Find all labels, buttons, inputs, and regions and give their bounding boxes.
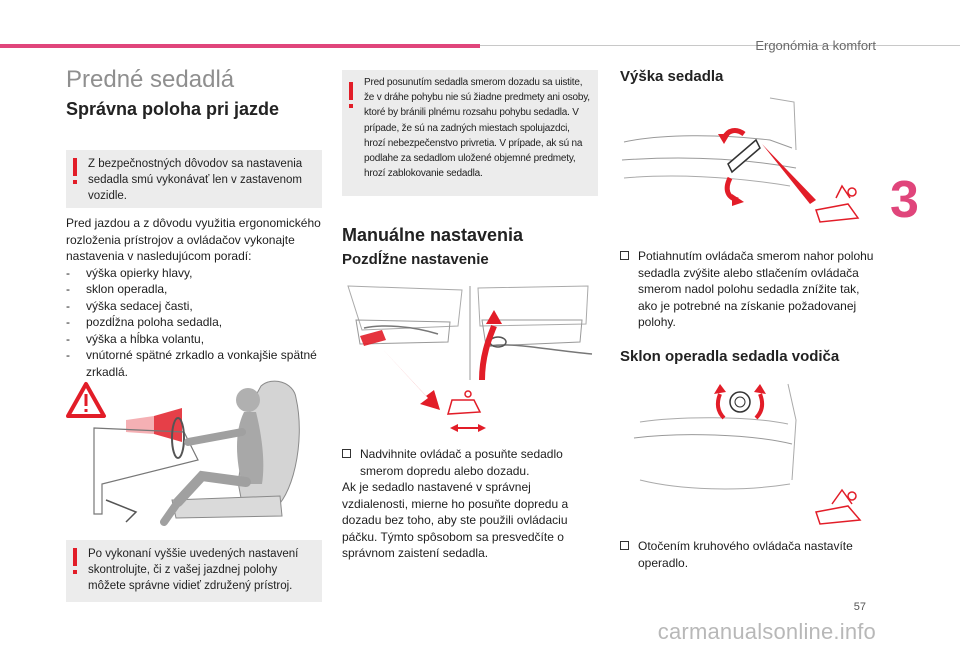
seat-height-instructions: Potiahnutím ovládača smerom nahor polohu… [620, 248, 882, 331]
manual-adjustments-heading: Manuálne nastavenia [342, 225, 524, 245]
lock-check-paragraph: Ak je sedadlo nastavené v správnej vzdia… [342, 480, 569, 560]
backrest-instructions: Otočením kruhového ovládača nastavíte op… [620, 538, 882, 571]
longitudinal-adjustment-illustration [347, 285, 593, 432]
warning-icon [349, 82, 353, 108]
section-heading: Správna poloha pri jazde [66, 99, 280, 119]
seat-height-heading: Výška sedadla [620, 68, 724, 85]
instruction-bullet: Nadvihnite ovládač a posuňte sedadlo sme… [342, 446, 598, 479]
instruction-bullet: Potiahnutím ovládača smerom nahor polohu… [620, 248, 882, 331]
bullet-square-icon [342, 449, 351, 458]
warning-box-instrument-visibility: Po vykonaní vyššie uvedených nastavení s… [66, 540, 322, 602]
warning-box-safety: Z bezpečnostných dôvodov sa nastavenia s… [66, 150, 322, 208]
bullet-square-icon [620, 541, 629, 550]
list-item: sklon operadla, [66, 281, 328, 298]
bullet-square-icon [620, 251, 629, 260]
section-title: Predné sedadlá [66, 66, 235, 93]
chapter-title: Ergonómia a komfort [755, 38, 876, 53]
instruction-text: Otočením kruhového ovládača nastavíte op… [638, 539, 853, 570]
seat-height-illustration [621, 97, 860, 223]
chapter-number: 3 [890, 171, 919, 229]
instruction-text: Nadvihnite ovládač a posuňte sedadlo sme… [360, 447, 563, 478]
backrest-recline-heading: Sklon operadla sedadla vodiča [620, 348, 840, 365]
longitudinal-instructions: Nadvihnite ovládač a posuňte sedadlo sme… [342, 446, 598, 562]
page-number: 57 [853, 601, 866, 613]
warning-text: Po vykonaní vyššie uvedených nastavení s… [88, 548, 299, 592]
driving-position-illustration [66, 380, 300, 526]
warning-icon [73, 158, 77, 184]
list-item: výška sedacej časti, [66, 298, 328, 315]
warning-icon [73, 548, 77, 574]
list-item: vnútorné spätné zrkadlo a vonkajšie spät… [66, 347, 328, 380]
list-item: pozdĺžna poloha sedadla, [66, 314, 328, 331]
adjustment-steps-list: výška opierky hlavy, sklon operadla, výš… [66, 265, 328, 381]
list-item: výška opierky hlavy, [66, 265, 328, 282]
backrest-recline-illustration [633, 383, 862, 525]
instruction-text: Potiahnutím ovládača smerom nahor polohu… [638, 249, 874, 329]
watermark: carmanualsonline.info [657, 619, 876, 644]
instruction-bullet: Otočením kruhového ovládača nastavíte op… [620, 538, 882, 571]
header-accent-bar [0, 44, 480, 48]
warning-text: Pred posunutím sedadla smerom dozadu sa … [364, 77, 590, 180]
intro-text: Pred jazdou a z dôvodu využitia ergonomi… [66, 216, 321, 263]
warning-text: Z bezpečnostných dôvodov sa nastavenia s… [88, 158, 303, 202]
warning-box-seat-movement: Pred posunutím sedadla smerom dozadu sa … [342, 70, 598, 196]
header-rule [480, 45, 960, 46]
list-item: výška a hĺbka volantu, [66, 331, 328, 348]
intro-paragraph: Pred jazdou a z dôvodu využitia ergonomi… [66, 215, 328, 380]
longitudinal-adjustment-heading: Pozdĺžne nastavenie [342, 251, 489, 268]
